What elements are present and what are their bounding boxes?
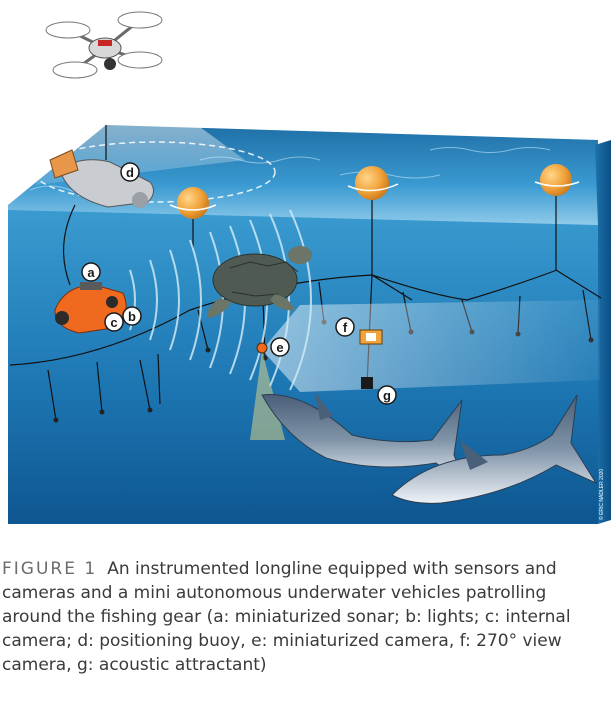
aerial-drone (45, 11, 163, 79)
shark-2 (391, 394, 598, 504)
svg-text:a: a (87, 265, 95, 280)
buoy-3 (540, 164, 572, 196)
label-b: b (122, 306, 142, 326)
illustration: a b c d e f g © ERIC NADLER 2020 (8, 11, 611, 524)
label-c: c (104, 312, 124, 332)
acoustic-attractant (361, 377, 373, 389)
sea-turtle (207, 246, 312, 318)
float-buoys (169, 164, 580, 219)
buoy-1 (177, 187, 209, 219)
svg-text:e: e (276, 340, 283, 355)
svg-text:g: g (383, 388, 391, 403)
shark-1 (261, 392, 468, 487)
label-badges: a b c d e f g (81, 162, 397, 405)
buoy-2 (355, 166, 389, 200)
caption-text: An instrumented longline equipped with s… (2, 559, 571, 675)
svg-text:d: d (126, 165, 134, 180)
label-g: g (377, 385, 397, 405)
label-e: e (270, 337, 290, 357)
sonar-waves (129, 209, 312, 391)
svg-text:b: b (128, 309, 136, 324)
copyright-text: © ERIC NADLER 2020 (598, 469, 605, 520)
camera-270 (359, 329, 383, 345)
svg-text:c: c (110, 315, 117, 330)
drone-footprint (34, 141, 276, 203)
svg-text:f: f (343, 320, 348, 335)
drone-view-cone (35, 68, 245, 185)
camera-view-cone (262, 300, 600, 392)
label-d: d (120, 162, 140, 182)
ocean-side (595, 140, 611, 524)
label-f: f (335, 317, 355, 337)
label-a: a (81, 262, 101, 282)
mini-camera (256, 342, 268, 354)
figure-label: FIGURE 1 (2, 559, 98, 579)
positioning-buoy (49, 149, 154, 208)
